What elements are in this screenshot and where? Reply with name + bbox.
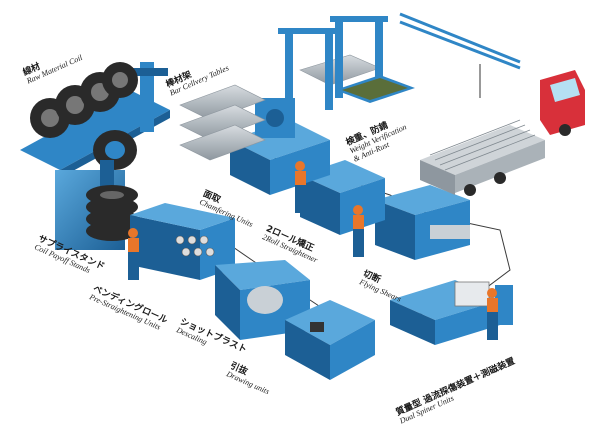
roller-icon <box>175 235 215 257</box>
coil-icon <box>93 130 137 170</box>
worker-figure <box>295 161 306 213</box>
worker-figure <box>487 288 498 340</box>
overhead-crane <box>399 12 521 98</box>
worker-figure <box>128 228 139 280</box>
flying-shear <box>375 185 470 260</box>
worker-figure <box>353 205 364 257</box>
gantry-crane <box>278 16 388 110</box>
coil-icon <box>86 185 138 241</box>
weight-tray <box>335 75 415 103</box>
coil-icon <box>30 62 138 138</box>
raw-coil-rack <box>20 62 170 178</box>
coil-payoff-stand <box>55 160 138 250</box>
delivery-truck <box>420 70 585 196</box>
chamfering-unit <box>230 98 330 195</box>
steel-bars-icon <box>429 119 536 171</box>
descaling-unit <box>215 260 310 340</box>
drawing-unit <box>285 300 375 380</box>
